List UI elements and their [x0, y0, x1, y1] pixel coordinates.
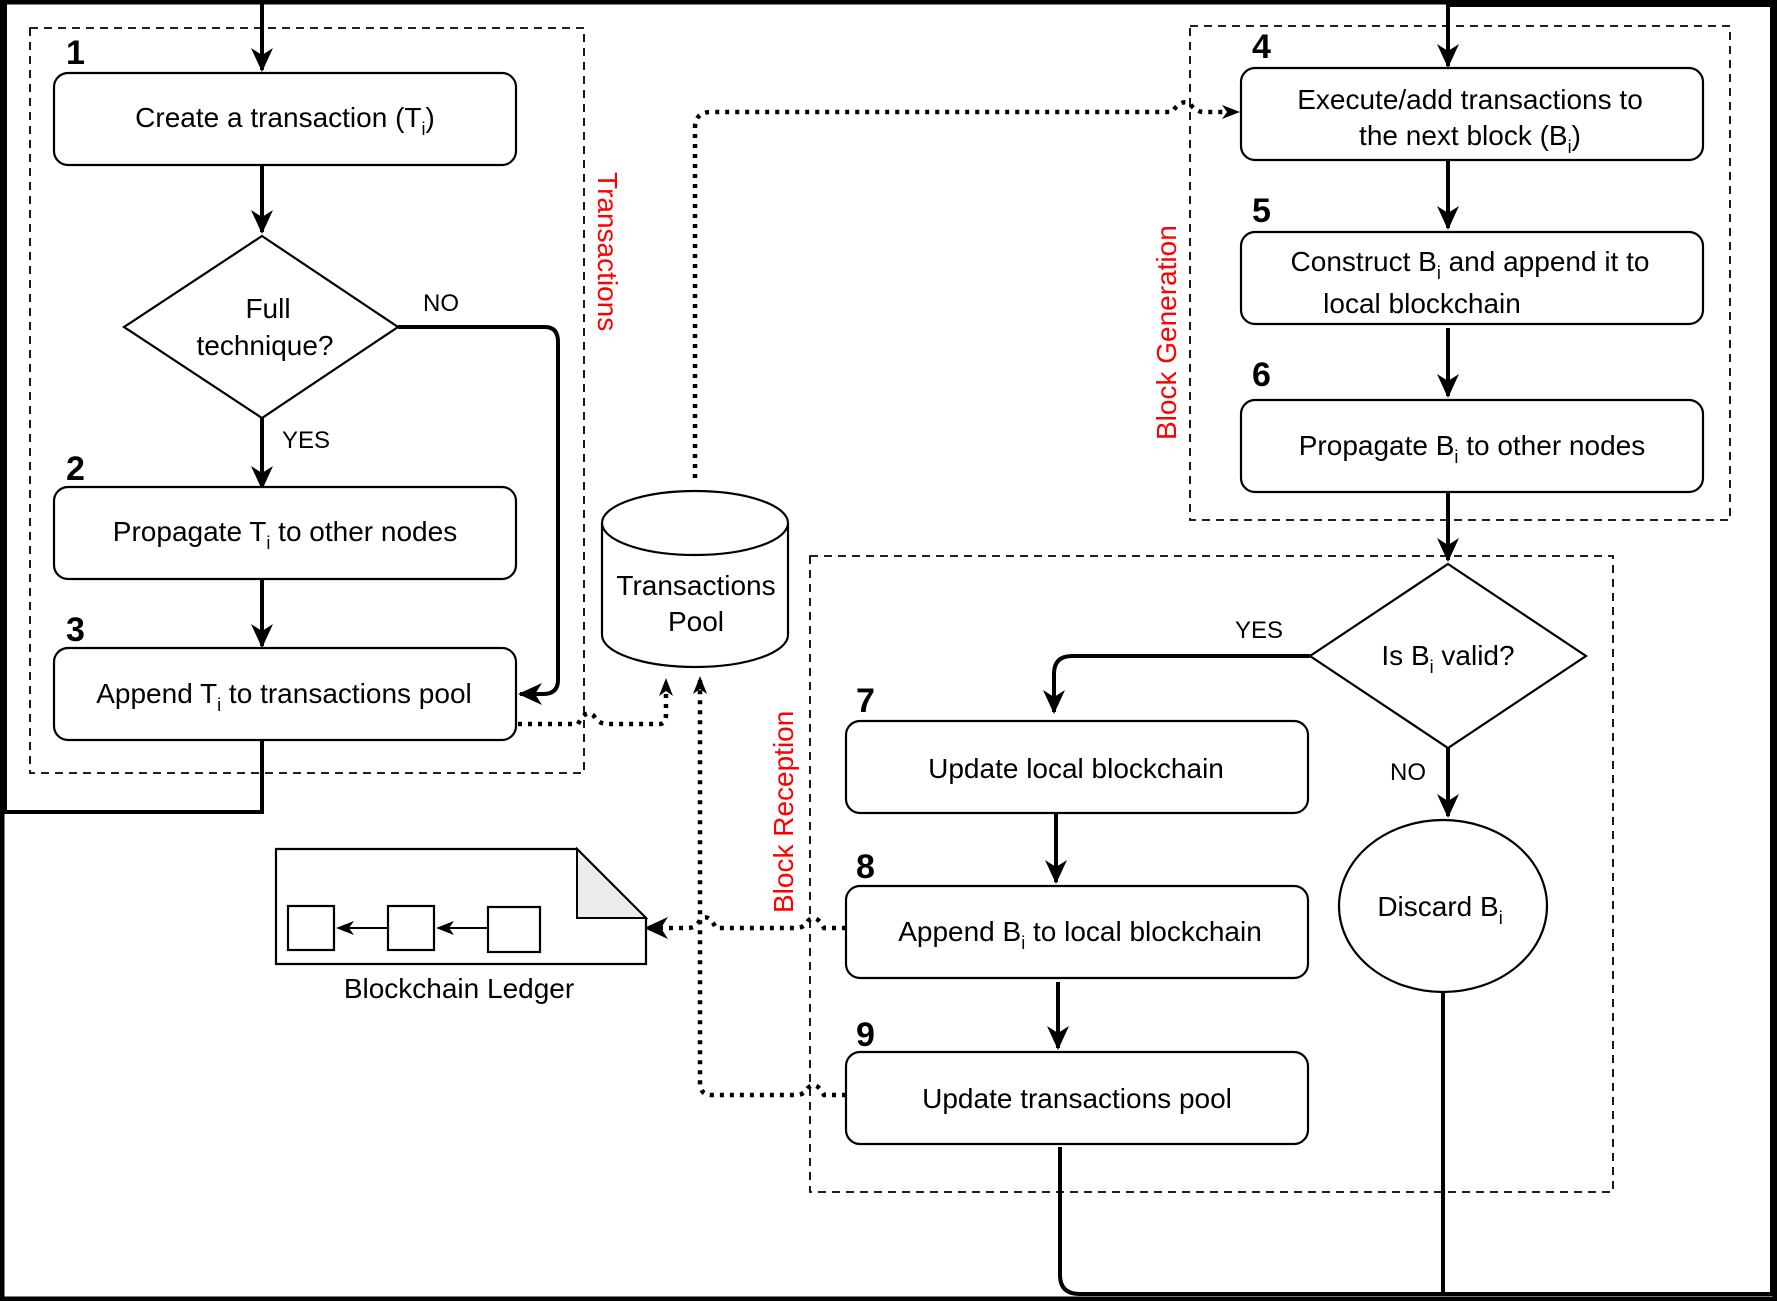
step-4-number: 4: [1252, 28, 1271, 66]
step-4-label-line2: the next block (Bi): [1359, 120, 1581, 157]
loop-back-connector-right: [1058, 3, 1774, 1296]
step-4-label-line1: Execute/add transactions to: [1297, 84, 1643, 115]
ledger-block-1: [286, 904, 336, 952]
is-valid-no-label: NO: [1390, 759, 1426, 786]
step-3-to-pool-link: [518, 678, 673, 727]
step-4-box[interactable]: [1239, 66, 1705, 162]
step-7-box[interactable]: [844, 719, 1310, 815]
step-1-number: 1: [66, 34, 85, 72]
step-2-label: Propagate Ti to other nodes: [113, 516, 457, 553]
step-8-label: Append Bi to local blockchain: [898, 916, 1262, 953]
transactions-group: [29, 27, 585, 774]
step-7-number: 7: [856, 682, 875, 720]
pool-label-line2: Pool: [668, 606, 724, 637]
step-5-label-line2: local blockchain: [1323, 288, 1521, 319]
step-9-number: 9: [856, 1016, 875, 1054]
block-reception-group: [809, 555, 1614, 1193]
step-5-number: 5: [1252, 192, 1271, 230]
step-5-label-line1: Construct Bi and append it to: [1291, 246, 1650, 283]
step-9-label: Update transactions pool: [922, 1083, 1232, 1114]
discard-node[interactable]: [1337, 818, 1549, 994]
discard-label: Discard Bi: [1377, 891, 1502, 928]
step-6-number: 6: [1252, 356, 1271, 394]
step-1-box[interactable]: [52, 71, 518, 167]
is-valid-label: Is Bi valid?: [1381, 640, 1514, 677]
blockchain-ledger[interactable]: [274, 846, 649, 966]
no-arrow-to-step-3: [398, 325, 560, 705]
full-technique-decision[interactable]: [122, 234, 400, 420]
pool-label-line1: Transactions: [616, 570, 775, 601]
block-generation-group: [1189, 25, 1731, 521]
loop-back-connector-left: [3, 2, 264, 814]
ledger-block-2: [386, 904, 436, 952]
step-9-box[interactable]: [844, 1050, 1310, 1146]
full-technique-line2: technique?: [196, 330, 333, 361]
ledger-block-3: [486, 905, 542, 954]
step-2-number: 2: [66, 450, 85, 488]
block-reception-group-label: Block Reception: [768, 711, 799, 913]
yes-arrow-to-step-7: [1043, 654, 1310, 714]
step-3-label: Append Ti to transactions pool: [96, 678, 472, 715]
step-5-box[interactable]: [1239, 230, 1705, 326]
ledger-label: Blockchain Ledger: [344, 973, 574, 1004]
step-8-to-ledger-link: [644, 915, 846, 939]
step-8-number: 8: [856, 848, 875, 886]
step-1-label: Create a transaction (Ti): [135, 102, 435, 139]
step-3-number: 3: [66, 611, 85, 649]
block-generation-group-label: Block Generation: [1151, 225, 1182, 440]
full-technique-no-label: NO: [423, 290, 459, 317]
step-2-box[interactable]: [52, 485, 518, 581]
transactions-group-label: Transactions: [592, 172, 623, 331]
step-6-box[interactable]: [1239, 398, 1705, 494]
pool-to-step-4-link: [692, 100, 1240, 478]
is-valid-yes-label: YES: [1235, 617, 1283, 644]
transactions-pool[interactable]: [600, 489, 790, 669]
full-technique-line1: Full: [245, 293, 290, 324]
full-technique-yes-label: YES: [282, 427, 330, 454]
step-6-label: Propagate Bi to other nodes: [1299, 430, 1645, 467]
step-3-box[interactable]: [52, 646, 518, 742]
step-8-box[interactable]: [844, 884, 1310, 980]
step-7-label: Update local blockchain: [928, 753, 1224, 784]
step-9-to-pool-link: [693, 676, 846, 1098]
